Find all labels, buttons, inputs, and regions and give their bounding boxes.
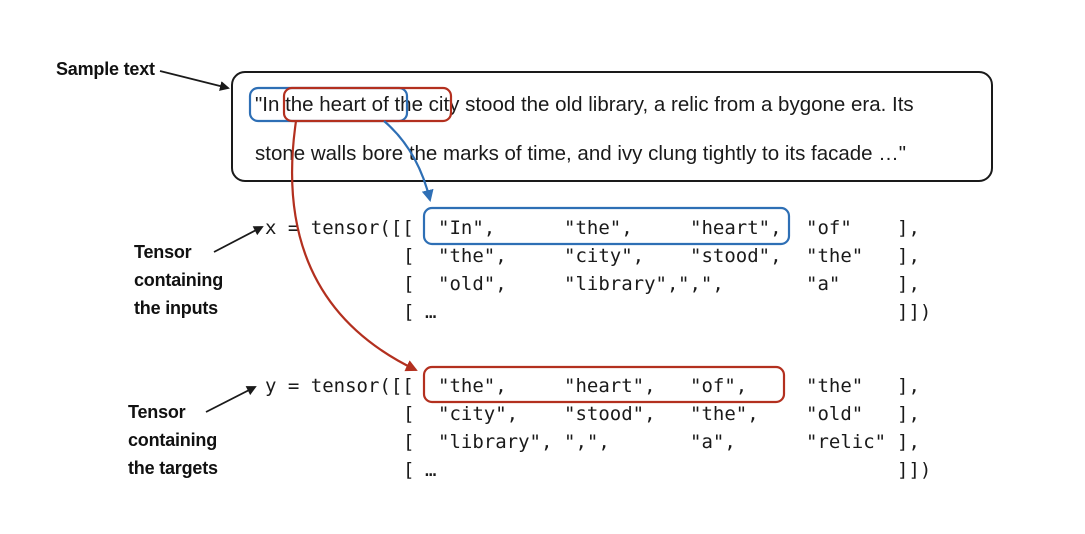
x-first-row-highlight — [422, 206, 791, 246]
x-cell: ], — [897, 217, 920, 239]
x-row-open: [ — [403, 273, 415, 295]
targets-label-line: the targets — [128, 458, 218, 478]
targets-label-line: containing — [128, 430, 217, 450]
x-cell: "the", — [564, 217, 633, 239]
y-row-open: [ — [403, 431, 415, 453]
target-window-highlight — [282, 86, 453, 123]
targets-label-line: Tensor — [128, 402, 186, 422]
x-cell: ], — [897, 273, 920, 295]
y-cell: "a", — [690, 431, 736, 453]
y-cell: "the", — [438, 375, 507, 397]
y-cell: ], — [897, 431, 920, 453]
x-cell: ], — [897, 245, 920, 267]
target-connector-arrow — [291, 120, 418, 372]
inputs-label-arrow — [213, 226, 264, 253]
x-row-open: [ — [403, 245, 415, 267]
inputs-label-line: Tensor — [134, 242, 192, 262]
y-cell: "city", — [438, 403, 519, 425]
y-row-open: [ — [403, 459, 415, 481]
x-cell: "the" — [806, 245, 864, 267]
x-cell: ",", — [678, 273, 724, 295]
y-cell: "old" — [806, 403, 864, 425]
y-cell: … — [425, 459, 437, 481]
x-row-open: [ — [403, 301, 415, 323]
y-cell: "stood", — [564, 403, 656, 425]
inputs-label-line: the inputs — [134, 298, 218, 318]
x-cell: "In", — [438, 217, 496, 239]
y-cell: "the" — [806, 375, 864, 397]
x-cell: "stood", — [690, 245, 782, 267]
input-window-highlight — [248, 86, 409, 123]
x-cell: "heart", — [690, 217, 782, 239]
x-cell: "of" — [806, 217, 852, 239]
y-cell: "relic" — [806, 431, 887, 453]
x-cell: "city", — [564, 245, 645, 267]
y-cell: ]]) — [897, 459, 932, 481]
y-row-open: [ — [403, 403, 415, 425]
y-cell: "library", — [438, 431, 553, 453]
x-cell: ]]) — [897, 301, 932, 323]
y-cell: "of", — [690, 375, 748, 397]
x-cell: "the", — [438, 245, 507, 267]
sample-text-label: Sample text — [56, 59, 155, 79]
targets-label: Tensor containing the targets — [128, 398, 218, 482]
x-tensor-prefix: x = tensor([[ — [265, 217, 414, 239]
x-cell: "library", — [564, 273, 679, 295]
inputs-label-line: containing — [134, 270, 223, 290]
y-cell: ], — [897, 375, 920, 397]
y-cell: ",", — [564, 431, 610, 453]
y-cell: ], — [897, 403, 920, 425]
input-connector-arrow — [383, 120, 434, 202]
sample-text-box — [231, 71, 993, 182]
sample-label-arrow — [159, 70, 230, 91]
x-cell: "a" — [806, 273, 841, 295]
x-cell: … — [425, 301, 437, 323]
y-first-row-highlight — [422, 365, 786, 404]
y-cell: "the", — [690, 403, 759, 425]
x-cell: "old", — [438, 273, 507, 295]
y-tensor-prefix: y = tensor([[ — [265, 375, 414, 397]
y-cell: "heart", — [564, 375, 656, 397]
inputs-label: Tensor containing the inputs — [134, 238, 223, 322]
targets-label-arrow — [205, 386, 257, 413]
